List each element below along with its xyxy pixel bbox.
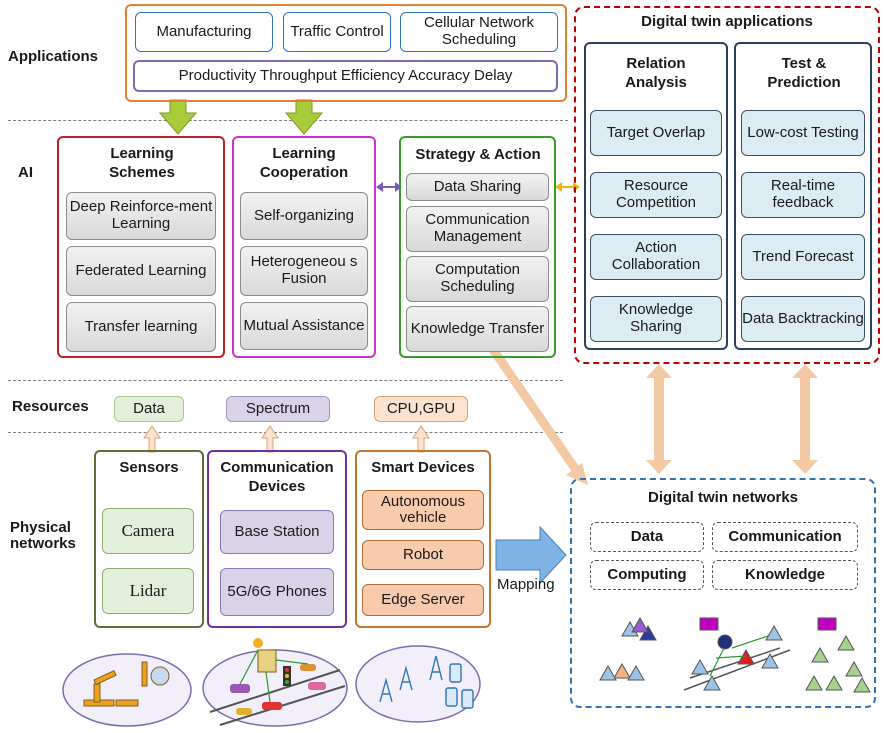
smart-devices-title: Smart Devices [371, 458, 475, 476]
green-arrow [158, 99, 198, 135]
vertical-double-arrow [646, 364, 818, 474]
dt-networks-title: Digital twin networks [647, 488, 798, 506]
relation-resource-competition: Resource Competition [590, 172, 722, 218]
mapping-label: Mapping [497, 576, 555, 593]
smart-devices-panel [355, 450, 491, 628]
comm-phones: 5G/6G Phones [220, 568, 334, 616]
dt-net-computing: Computing [590, 560, 704, 590]
yellow-arrowhead [555, 182, 562, 192]
scheme-transfer: Transfer learning [66, 302, 216, 352]
learning-schemes-panel [57, 136, 225, 358]
separator-line [8, 380, 563, 381]
strategy-communication-management: Communication Management [406, 206, 549, 252]
scheme-federated: Federated Learning [66, 246, 216, 296]
test-trend-forecast: Trend Forecast [741, 234, 865, 280]
scheme-drl: Deep Reinforce-ment Learning [66, 192, 216, 240]
app-manufacturing: Manufacturing [135, 12, 273, 52]
relation-action-collaboration: Action Collaboration [590, 234, 722, 280]
devices-scene-ellipse [355, 645, 481, 723]
resource-data: Data [114, 396, 184, 422]
label-physical-networks: Physical networks [10, 519, 76, 552]
relation-analysis-title: Relation Analysis [625, 54, 687, 92]
network-scene-icon [599, 616, 871, 693]
strategy-computation-scheduling: Computation Scheduling [406, 256, 549, 302]
dt-net-communication: Communication [712, 522, 858, 552]
coop-mutual-assistance: Mutual Assistance [240, 302, 368, 350]
strategy-action-panel [399, 136, 556, 358]
strategy-data-sharing: Data Sharing [406, 173, 549, 201]
robot-arm-icon [83, 661, 170, 707]
smart-edge-server: Edge Server [362, 584, 484, 616]
applications-panel [125, 4, 567, 102]
strategy-knowledge-transfer: Knowledge Transfer [406, 306, 549, 352]
test-prediction-panel [734, 42, 872, 350]
learning-cooperation-title: Learning Cooperation [259, 144, 349, 182]
sensors-panel [94, 450, 204, 628]
comm-devices-panel [207, 450, 347, 628]
traffic-scene-icon [209, 638, 346, 726]
purple-arrowhead [395, 182, 402, 192]
coop-self-organizing: Self-organizing [240, 192, 368, 240]
relation-target-overlap: Target Overlap [590, 110, 722, 156]
dt-applications-title: Digital twin applications [641, 12, 813, 30]
resource-cpu-gpu: CPU,GPU [374, 396, 468, 422]
dt-net-data: Data [590, 522, 704, 552]
strategy-action-title: Strategy & Action [415, 145, 541, 163]
relation-knowledge-sharing: Knowledge Sharing [590, 296, 722, 342]
dt-applications-panel [574, 6, 880, 364]
learning-cooperation-panel [232, 136, 376, 358]
app-cellular-scheduling: Cellular Network Scheduling [400, 12, 558, 52]
separator-line [8, 120, 568, 121]
test-data-backtracking: Data Backtracking [741, 296, 865, 342]
dt-networks-panel [570, 478, 876, 708]
antenna-phones-icon [379, 655, 474, 709]
app-traffic-control: Traffic Control [283, 12, 391, 52]
smart-autonomous-vehicle: Autonomous vehicle [362, 490, 484, 530]
sensor-lidar: Lidar [102, 568, 194, 614]
factory-scene-ellipse [62, 653, 192, 727]
test-real-time-feedback: Real-time feedback [741, 172, 865, 218]
smart-robot: Robot [362, 540, 484, 570]
relation-analysis-panel [584, 42, 728, 350]
mapping-arrow [495, 525, 567, 585]
sensor-camera: Camera [102, 508, 194, 554]
dt-net-knowledge: Knowledge [712, 560, 858, 590]
label-resources: Resources [12, 398, 89, 415]
test-low-cost-testing: Low-cost Testing [741, 110, 865, 156]
label-ai: AI [18, 164, 33, 181]
orange-up-arrow [143, 425, 430, 453]
green-arrow [284, 99, 324, 135]
resource-spectrum: Spectrum [226, 396, 330, 422]
comm-base-station: Base Station [220, 510, 334, 554]
separator-line [8, 432, 563, 433]
test-prediction-title: Test & Prediction [767, 54, 841, 92]
coop-heterogeneous-fusion: Heterogeneou s Fusion [240, 246, 368, 296]
label-applications: Applications [8, 48, 99, 65]
purple-arrowhead [376, 182, 383, 192]
learning-schemes-title: Learning Schemes [109, 144, 175, 182]
app-metrics: Productivity Throughput Efficiency Accur… [133, 60, 558, 92]
comm-devices-title: Communication Devices [220, 458, 334, 496]
sensors-title: Sensors [119, 458, 179, 476]
